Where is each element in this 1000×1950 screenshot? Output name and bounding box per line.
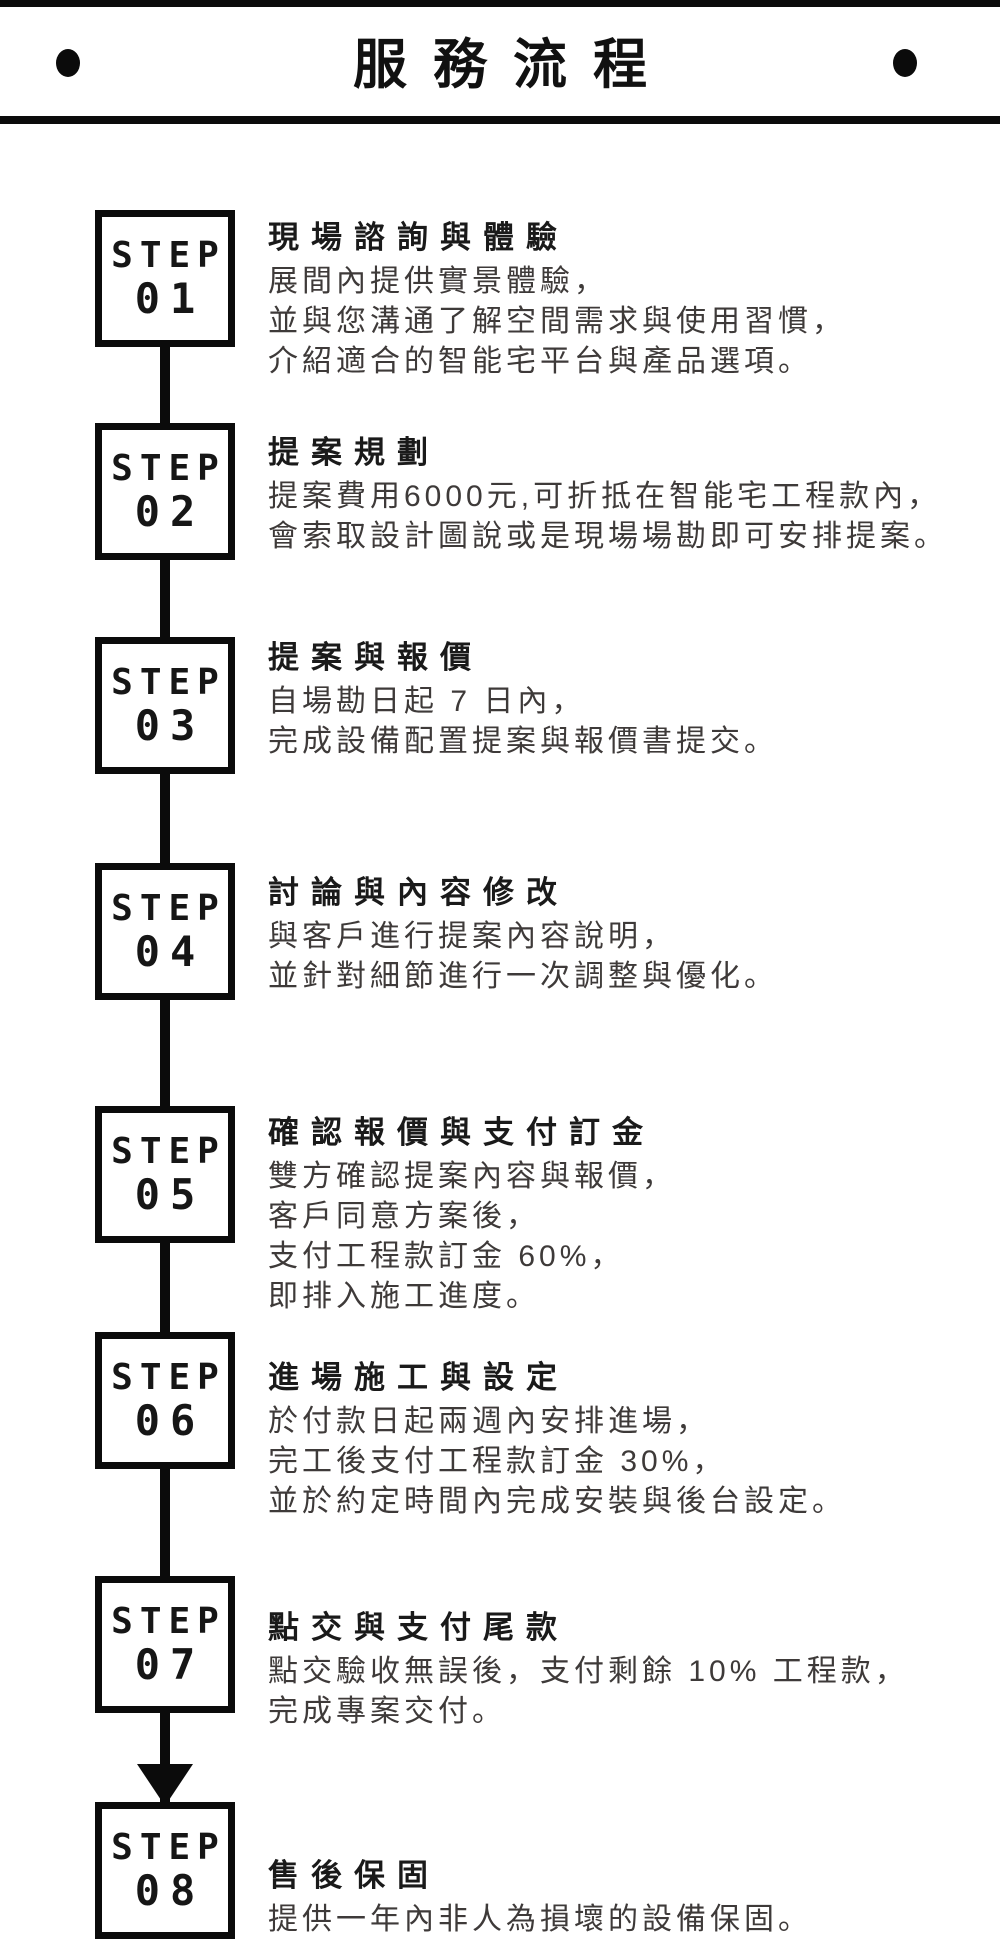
step-box: STEP 04 bbox=[95, 863, 235, 1000]
step-title: 提案與報價 bbox=[268, 640, 483, 675]
step-description: 自場勘日起 7 日內， 完成設備配置提案與報價書提交。 bbox=[268, 682, 778, 762]
step-description-line: 提案費用6000元,可折抵在智能宅工程款內， bbox=[268, 480, 942, 513]
step-number: 01 bbox=[134, 273, 206, 323]
step-description-line: 自場勘日起 7 日內， bbox=[268, 685, 586, 718]
step-text-block: 提案規劃 提案費用6000元,可折抵在智能宅工程款內， 會索取設計圖說或是現場場勘… bbox=[268, 435, 948, 557]
step-description-line: 於付款日起兩週內安排進場， bbox=[268, 1405, 710, 1438]
timeline-connector-line bbox=[160, 280, 170, 1808]
step-description-line: 與客戶進行提案內容說明， bbox=[268, 920, 676, 953]
step-text-block: 確認報價與支付訂金 雙方確認提案內容與報價， 客戶同意方案後， 支付工程款訂金 60… bbox=[268, 1115, 676, 1317]
step-description-line: 支付工程款訂金 60%， bbox=[268, 1240, 625, 1273]
step-description-line: 雙方確認提案內容與報價， bbox=[268, 1160, 676, 1193]
step-description-line: 點交驗收無誤後，支付剩餘 10% 工程款， bbox=[268, 1655, 909, 1688]
header-bottom-rule bbox=[0, 116, 1000, 124]
step-label: STEP bbox=[111, 887, 226, 929]
step-description-line: 提供一年內非人為損壞的設備保固。 bbox=[268, 1903, 812, 1936]
step-text-block: 售後保固 提供一年內非人為損壞的設備保固。 bbox=[268, 1858, 812, 1940]
step-title: 提案規劃 bbox=[268, 435, 440, 470]
step-number: 02 bbox=[134, 486, 206, 536]
step-box: STEP 02 bbox=[95, 423, 235, 560]
step-description-line: 並針對細節進行一次調整與優化。 bbox=[268, 960, 778, 993]
step-label: STEP bbox=[111, 1826, 226, 1868]
step-description-line: 完成專案交付。 bbox=[268, 1695, 506, 1728]
step-label: STEP bbox=[111, 1600, 226, 1642]
step-text-block: 點交與支付尾款 點交驗收無誤後，支付剩餘 10% 工程款， 完成專案交付。 bbox=[268, 1610, 909, 1732]
step-box: STEP 03 bbox=[95, 637, 235, 774]
step-box: STEP 05 bbox=[95, 1106, 235, 1243]
step-description: 於付款日起兩週內安排進場， 完工後支付工程款訂金 30%， 並於約定時間內完成安裝與… bbox=[268, 1402, 846, 1522]
arrow-down-icon bbox=[137, 1764, 193, 1806]
step-box: STEP 07 bbox=[95, 1576, 235, 1713]
step-description-line: 即排入施工進度。 bbox=[268, 1280, 540, 1313]
step-text-block: 討論與內容修改 與客戶進行提案內容說明， 並針對細節進行一次調整與優化。 bbox=[268, 875, 778, 997]
step-label: STEP bbox=[111, 234, 226, 276]
step-title: 現場諮詢與體驗 bbox=[268, 220, 569, 255]
decorative-dot-left bbox=[56, 49, 80, 77]
step-description: 展間內提供實景體驗， 並與您溝通了解空間需求與使用習慣， 介紹適合的智能宅平台與產品… bbox=[268, 262, 846, 382]
decorative-dot-right bbox=[893, 49, 917, 77]
step-text-block: 提案與報價 自場勘日起 7 日內， 完成設備配置提案與報價書提交。 bbox=[268, 640, 778, 762]
step-description-line: 並於約定時間內完成安裝與後台設定。 bbox=[268, 1485, 846, 1518]
step-label: STEP bbox=[111, 1356, 226, 1398]
step-description-line: 完成設備配置提案與報價書提交。 bbox=[268, 725, 778, 758]
step-box: STEP 06 bbox=[95, 1332, 235, 1469]
step-label: STEP bbox=[111, 447, 226, 489]
step-description-line: 客戶同意方案後， bbox=[268, 1200, 540, 1233]
step-box: STEP 01 bbox=[95, 210, 235, 347]
step-title: 進場施工與設定 bbox=[268, 1360, 569, 1395]
step-number: 03 bbox=[134, 700, 206, 750]
step-title: 討論與內容修改 bbox=[268, 875, 569, 910]
step-number: 08 bbox=[134, 1865, 206, 1915]
step-label: STEP bbox=[111, 1130, 226, 1172]
step-description: 提案費用6000元,可折抵在智能宅工程款內， 會索取設計圖說或是現場場勘即可安排提… bbox=[268, 477, 948, 557]
step-title: 確認報價與支付訂金 bbox=[268, 1115, 655, 1150]
header-top-rule bbox=[0, 0, 1000, 7]
step-number: 07 bbox=[134, 1639, 206, 1689]
step-description-line: 會索取設計圖說或是現場場勘即可安排提案。 bbox=[268, 520, 948, 553]
step-description-line: 介紹適合的智能宅平台與產品選項。 bbox=[268, 345, 812, 378]
step-number: 05 bbox=[134, 1169, 206, 1219]
step-description: 點交驗收無誤後，支付剩餘 10% 工程款， 完成專案交付。 bbox=[268, 1652, 909, 1732]
step-text-block: 進場施工與設定 於付款日起兩週內安排進場， 完工後支付工程款訂金 30%， 並於約定… bbox=[268, 1360, 846, 1522]
page-title: 服務流程 bbox=[353, 35, 673, 95]
step-label: STEP bbox=[111, 661, 226, 703]
step-description: 雙方確認提案內容與報價， 客戶同意方案後， 支付工程款訂金 60%， 即排入施工進度。 bbox=[268, 1157, 676, 1317]
step-number: 04 bbox=[134, 926, 206, 976]
step-description-line: 完工後支付工程款訂金 30%， bbox=[268, 1445, 727, 1478]
step-description-line: 展間內提供實景體驗， bbox=[268, 265, 608, 298]
step-description-line: 並與您溝通了解空間需求與使用習慣， bbox=[268, 305, 846, 338]
step-text-block: 現場諮詢與體驗 展間內提供實景體驗， 並與您溝通了解空間需求與使用習慣， 介紹適合的… bbox=[268, 220, 846, 382]
step-box: STEP 08 bbox=[95, 1802, 235, 1939]
step-title: 點交與支付尾款 bbox=[268, 1610, 569, 1645]
step-description: 與客戶進行提案內容說明， 並針對細節進行一次調整與優化。 bbox=[268, 917, 778, 997]
step-number: 06 bbox=[134, 1395, 206, 1445]
step-title: 售後保固 bbox=[268, 1858, 440, 1893]
step-description: 提供一年內非人為損壞的設備保固。 bbox=[268, 1900, 812, 1940]
